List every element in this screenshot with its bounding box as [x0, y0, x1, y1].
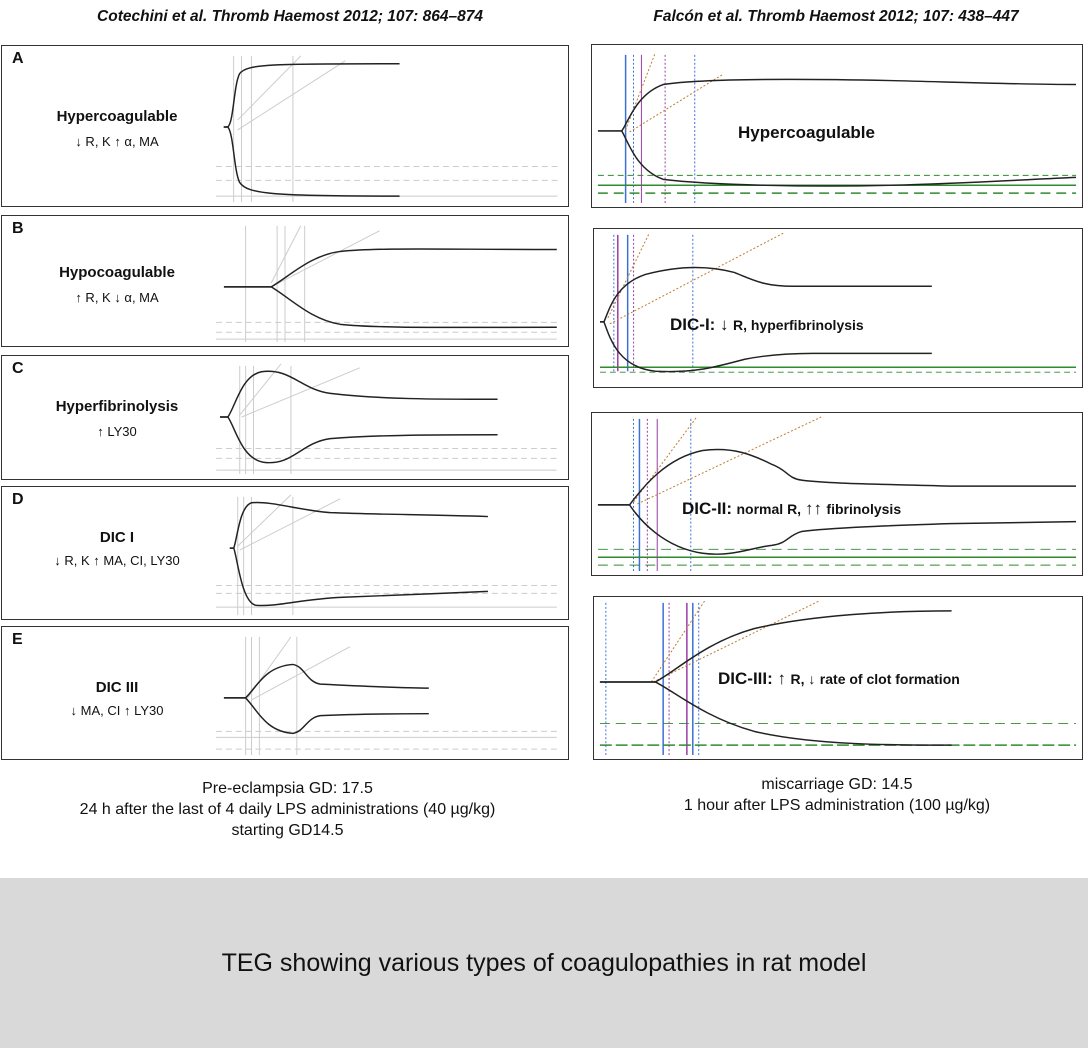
panel-a-letter: A [12, 50, 24, 67]
teg-trace-b [216, 225, 557, 343]
panel-b-title: Hypocoagulable [59, 264, 175, 281]
panel-c-letter: C [12, 360, 24, 377]
panel-a-subtitle: ↓ R, K ↑ α, MA [75, 134, 159, 149]
teg-trace-right-dic-ii [597, 416, 1077, 572]
right-panel-dic-i-title: DIC-I: ↓ R, hyperfibrinolysis [670, 315, 864, 335]
dic-iii-title-rest: rate of clot formation [819, 671, 960, 687]
right-panel-hypercoagulable-title: Hypercoagulable [738, 123, 875, 142]
panel-a-title: Hypercoagulable [56, 108, 178, 125]
panel-b-hypocoagulable: B Hypocoagulable ↑ R, K ↓ α, MA [1, 215, 569, 347]
dic-ii-title-mid: normal R, [736, 501, 805, 517]
right-column-header: Falcón et al. Thromb Haemost 2012; 107: … [653, 8, 1019, 25]
panel-c-hyperfibrinolysis: C Hyperfibrinolysis ↑ LY30 [1, 355, 569, 480]
panel-e-title: DIC III [95, 679, 139, 696]
panel-a-hypercoagulable: A Hypercoagulable ↓ R, K ↑ α, MA [1, 45, 569, 207]
panel-d-letter: D [12, 491, 24, 508]
right-panel-dic-i: DIC-I: ↓ R, hyperfibrinolysis [593, 228, 1083, 388]
dic-iii-title-main: DIC-III: ↑ [718, 669, 786, 688]
footer-title: TEG showing various types of coagulopath… [221, 948, 867, 977]
right-panel-hypercoagulable: Hypercoagulable [591, 44, 1083, 208]
teg-trace-c [216, 363, 557, 475]
left-caption-line-1: Pre-eclampsia GD: 17.5 [202, 780, 373, 797]
panel-d-title: DIC I [99, 529, 135, 546]
panel-d-dic-i: D DIC I ↓ R, K ↑ MA, CI, LY30 [1, 486, 569, 620]
teg-trace-d [216, 494, 557, 616]
panel-b-letter: B [12, 220, 24, 237]
panel-e-letter: E [12, 631, 23, 648]
right-panel-dic-iii-title: DIC-III: ↑ R, ↓ rate of clot formation [718, 669, 960, 689]
left-caption: Pre-eclampsia GD: 17.5 24 h after the la… [0, 778, 575, 841]
right-panel-dic-iii: DIC-III: ↑ R, ↓ rate of clot formation [593, 596, 1083, 760]
dic-iii-title-mid: R, ↓ [790, 671, 816, 687]
panel-e-subtitle: ↓ MA, CI ↑ LY30 [70, 703, 164, 718]
teg-trace-a [215, 55, 558, 203]
teg-trace-right-dic-iii [599, 600, 1077, 756]
left-caption-line-3: starting GD14.5 [231, 822, 344, 839]
panel-c-title: Hyperfibrinolysis [55, 398, 179, 415]
right-caption-line-2: 1 hour after LPS administration (100 µg/… [683, 797, 991, 814]
right-caption: miscarriage GD: 14.5 1 hour after LPS ad… [590, 774, 1084, 816]
teg-trace-e [216, 636, 557, 756]
right-panel-dic-ii: DIC-II: normal R, ↑↑ fibrinolysis [591, 412, 1083, 576]
right-panel-dic-ii-title: DIC-II: normal R, ↑↑ fibrinolysis [682, 499, 901, 519]
dic-ii-title-rest: fibrinolysis [826, 501, 902, 517]
panel-b-subtitle: ↑ R, K ↓ α, MA [75, 290, 159, 305]
panel-c-subtitle: ↑ LY30 [97, 424, 137, 439]
panel-d-subtitle: ↓ R, K ↑ MA, CI, LY30 [54, 553, 180, 568]
dic-i-title-main: DIC-I: ↓ [670, 315, 729, 334]
teg-trace-right-hypercoagulable [597, 52, 1077, 204]
dic-ii-title-main: DIC-II: [682, 499, 733, 518]
teg-trace-right-dic-i [600, 232, 1076, 373]
panel-e-dic-iii: E DIC III ↓ MA, CI ↑ LY30 [1, 626, 569, 760]
footer-banner: TEG showing various types of coagulopath… [0, 878, 1088, 1048]
left-caption-line-2: 24 h after the last of 4 daily LPS admin… [79, 801, 496, 818]
dic-ii-title-arrows: ↑↑ [804, 499, 822, 518]
dic-i-title-rest: R, hyperfibrinolysis [733, 317, 864, 333]
right-caption-line-1: miscarriage GD: 14.5 [761, 776, 913, 793]
left-column-header: Cotechini et al. Thromb Haemost 2012; 10… [97, 8, 483, 25]
